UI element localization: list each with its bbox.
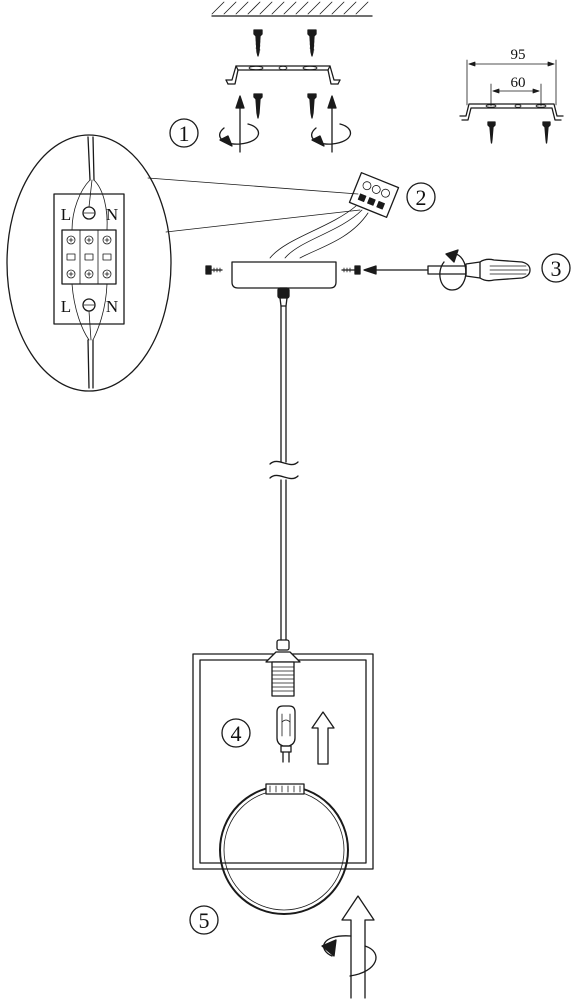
step-5-number: 5 [199, 908, 210, 933]
step-5-badge: 5 [189, 905, 219, 935]
canopy [231, 261, 337, 307]
rotate-arrow-left [219, 123, 259, 147]
bracket-screw-right [307, 93, 317, 119]
suspension-cord [269, 305, 299, 641]
step-4-badge: 4 [221, 718, 251, 748]
ceiling [211, 1, 373, 17]
bracket-dimension-detail: 95 60 [459, 47, 564, 144]
lamp-holder [265, 639, 301, 697]
dimension-outer: 95 [511, 47, 526, 63]
screwdriver-arrow [363, 265, 429, 275]
step-4-number: 4 [231, 721, 242, 746]
dimension-inner: 60 [511, 75, 526, 91]
step-1-badge: 1 [169, 118, 199, 148]
step-3-number: 3 [551, 256, 562, 281]
terminal-label-l-top: L [61, 205, 71, 224]
connector-block [269, 172, 400, 259]
bulb-insert-arrow [311, 711, 335, 765]
shade-ring [219, 783, 349, 915]
mounting-bracket [225, 65, 341, 85]
ceiling-screw-left [253, 29, 263, 57]
step-2-badge: 2 [406, 182, 436, 212]
ceiling-screw-right [307, 29, 317, 57]
g9-bulb-icon [276, 705, 296, 763]
terminal-label-n-bottom: N [106, 297, 118, 316]
terminal-label-n-top: N [106, 205, 118, 224]
rotate-arrow-right [311, 123, 351, 147]
step-3-badge: 3 [541, 253, 571, 283]
wiring-detail-bubble: L N L N [6, 134, 361, 392]
bracket-screw-left [253, 93, 263, 119]
twist-up-arrow [321, 895, 377, 999]
canopy-screw-left [205, 265, 223, 275]
screwdriver-icon [427, 249, 531, 291]
step-2-number: 2 [416, 185, 427, 210]
terminal-label-l-bottom: L [61, 297, 71, 316]
canopy-screw-right [341, 265, 361, 275]
step-1-number: 1 [179, 121, 190, 146]
